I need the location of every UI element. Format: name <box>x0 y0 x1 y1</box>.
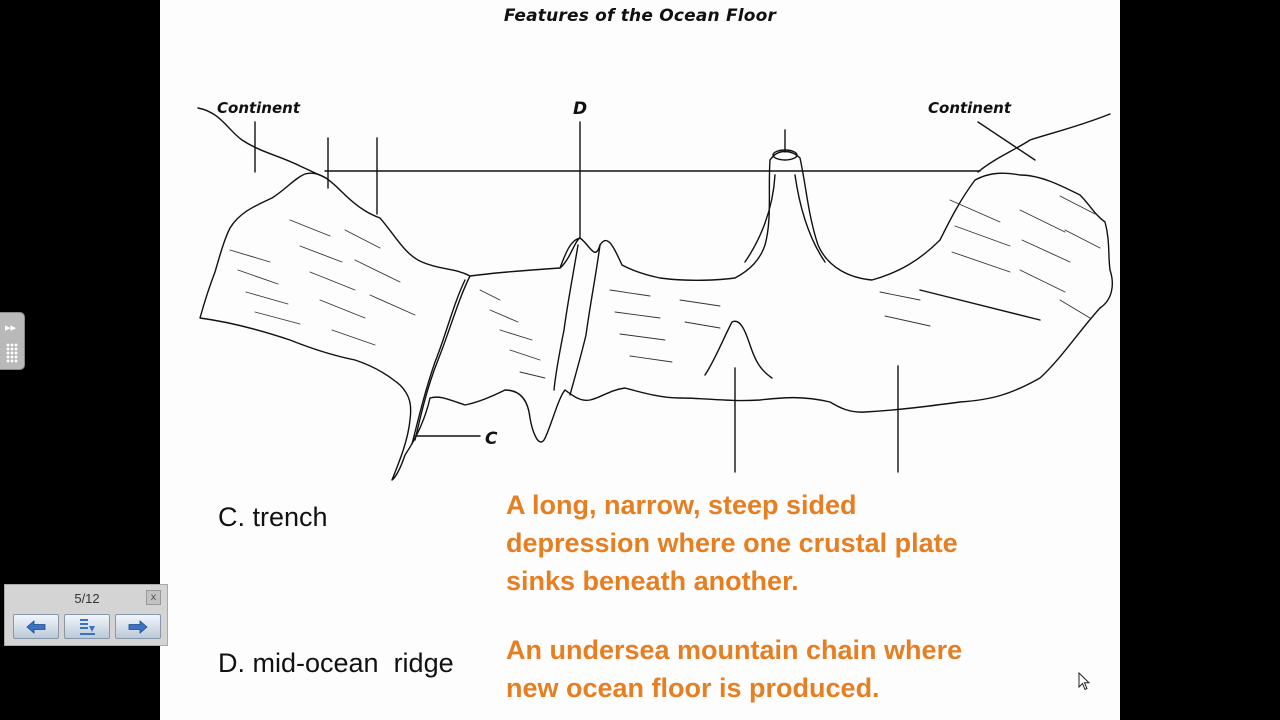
ocean-floor-diagram: Continent Continent D C <box>197 99 1113 481</box>
next-arrow-icon <box>128 619 148 634</box>
definition-ridge-line-1: An undersea mountain chain where <box>506 635 963 665</box>
ocean-floor-outline <box>199 150 1113 481</box>
definition-ridge-line-2: new ocean floor is produced. <box>506 673 880 703</box>
label-continent-right: Continent <box>928 99 1012 117</box>
definition-mid-ocean-ridge: An undersea mountain chain where new oce… <box>506 631 1066 707</box>
continent-right-land <box>977 113 1111 173</box>
continent-left-land <box>197 107 327 179</box>
ridge-peak-1 <box>559 237 581 269</box>
slide-title: Features of the Ocean Floor <box>503 6 777 26</box>
label-continent-left: Continent <box>217 99 301 117</box>
seamount-small <box>704 320 773 379</box>
previous-slide-button[interactable] <box>13 614 59 639</box>
menu-icon <box>80 618 95 635</box>
mouse-cursor-icon <box>1078 672 1091 691</box>
label-c: C <box>485 429 498 449</box>
slide-navigator: 5/12 x <box>4 584 168 646</box>
previous-arrow-icon <box>26 619 46 634</box>
definition-trench-line-3: sinks beneath another. <box>506 566 799 596</box>
trench-wall <box>414 275 471 441</box>
definition-trench: A long, narrow, steep sided depression w… <box>506 486 1066 600</box>
grip-icon <box>6 343 18 363</box>
slide-counter: 5/12 <box>74 591 100 606</box>
term-mid-ocean-ridge: D. mid-ocean ridge <box>218 648 454 678</box>
definition-trench-line-1: A long, narrow, steep sided <box>506 490 857 520</box>
expand-arrows-icon: ▸▸ <box>5 321 17 334</box>
next-slide-button[interactable] <box>115 614 161 639</box>
leader-continent-right <box>977 121 1036 161</box>
side-panel-handle[interactable]: ▸▸ <box>0 312 25 370</box>
presentation-slide: Features of the Ocean Floor <box>160 0 1120 720</box>
slide-menu-button[interactable] <box>64 614 110 639</box>
navigator-close-button[interactable]: x <box>146 590 161 605</box>
definition-trench-line-2: depression where one crustal plate <box>506 528 958 558</box>
label-d: D <box>573 99 587 119</box>
term-trench: C. trench <box>218 502 328 532</box>
